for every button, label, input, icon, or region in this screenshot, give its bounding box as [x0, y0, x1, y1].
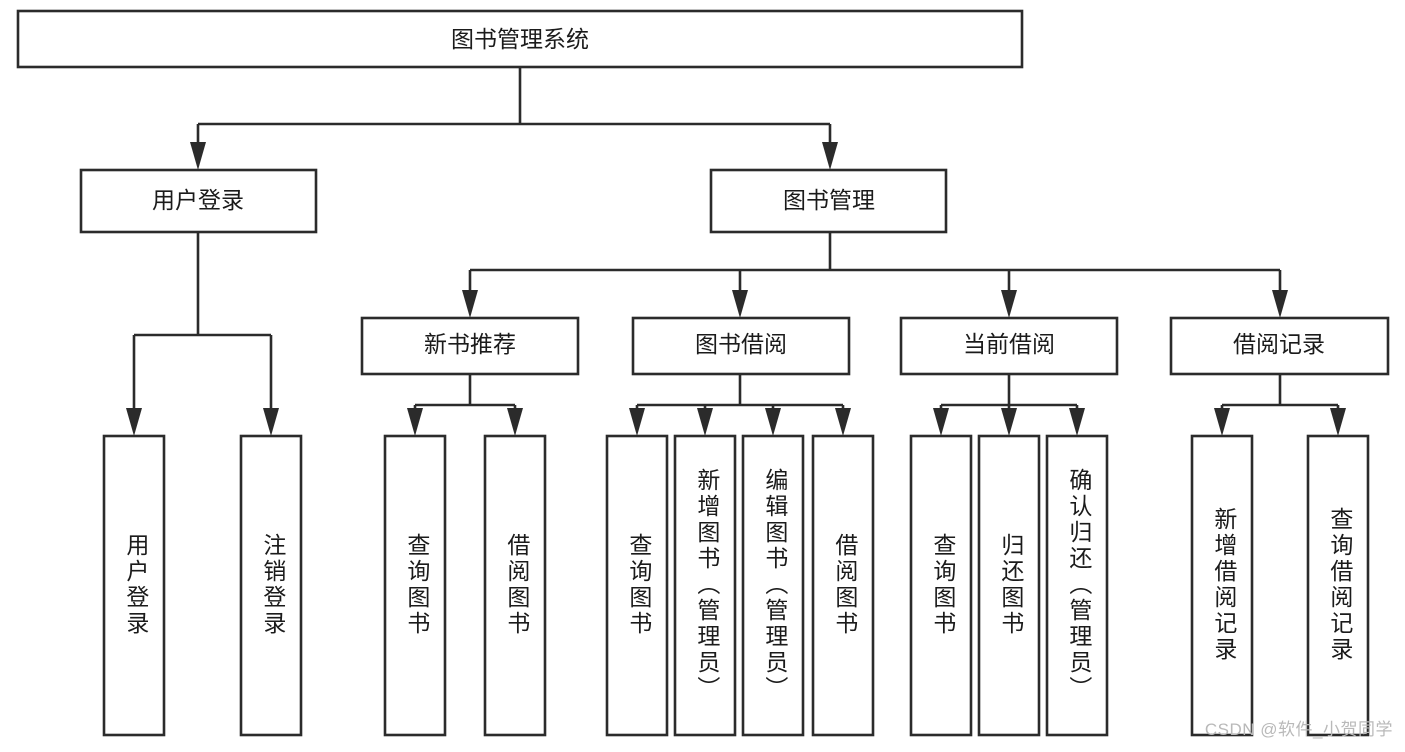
leaf-book-borrow-0[interactable]: 查询图书 [605, 434, 669, 737]
arrow-head-icon [1330, 408, 1346, 436]
node-book-manage-box[interactable] [709, 168, 948, 234]
arrow-head-icon [507, 408, 523, 436]
arrow-head-icon [1272, 290, 1288, 318]
leaf-box[interactable] [1190, 434, 1254, 737]
leaf-borrow-record-1[interactable]: 查询借阅记录 [1306, 434, 1370, 737]
leaf-label: 确认归还（管理员） [1066, 468, 1093, 702]
node-borrow-record[interactable]: 借阅记录 [1169, 316, 1390, 376]
connector-layer [126, 67, 1346, 436]
node-current-borrow[interactable]: 当前借阅 [899, 316, 1119, 376]
arrow-head-icon [407, 408, 423, 436]
leaf-borrow-record-0[interactable]: 新增借阅记录 [1190, 434, 1254, 737]
leaf-current-borrow-1[interactable]: 归还图书 [977, 434, 1041, 737]
node-new-book-recommend[interactable]: 新书推荐 [360, 316, 580, 376]
arrow-head-icon [1214, 408, 1230, 436]
arrow-head-icon [462, 290, 478, 318]
leaf-new-book-recommend-0[interactable]: 查询图书 [383, 434, 447, 737]
arrow-head-icon [1001, 408, 1017, 436]
arrow-head-icon [822, 142, 838, 170]
leaf-label: 编辑图书（管理员） [762, 468, 789, 702]
leaf-box[interactable] [741, 434, 805, 737]
arrow-head-icon [629, 408, 645, 436]
leaf-label: 注销登录 [260, 533, 287, 637]
arrow-head-icon [1069, 408, 1085, 436]
node-borrow-record-label: 借阅记录 [1233, 331, 1325, 357]
node-book-borrow-box[interactable] [631, 316, 851, 376]
leaf-label: 归还图书 [998, 533, 1025, 637]
node-book-borrow[interactable]: 图书借阅 [631, 316, 851, 376]
arrow-head-icon [1001, 290, 1017, 318]
leaf-user-login-1[interactable]: 注销登录 [239, 434, 303, 737]
node-root-label: 图书管理系统 [451, 26, 589, 52]
arrow-head-icon [126, 408, 142, 436]
leaf-box[interactable] [977, 434, 1041, 737]
node-current-borrow-label: 当前借阅 [963, 331, 1055, 357]
leaf-box[interactable] [673, 434, 737, 737]
leaf-box[interactable] [1045, 434, 1109, 737]
arrow-head-icon [697, 408, 713, 436]
arrow-head-icon [765, 408, 781, 436]
leaf-box[interactable] [811, 434, 875, 737]
leaf-book-borrow-1[interactable]: 新增图书（管理员） [673, 434, 737, 737]
arrow-head-icon [190, 142, 206, 170]
leaf-box[interactable] [239, 434, 303, 737]
leaf-label: 用户登录 [123, 533, 150, 637]
node-root-box[interactable] [16, 9, 1024, 69]
leaf-label: 查询图书 [626, 533, 653, 637]
leaf-box[interactable] [605, 434, 669, 737]
arrow-head-icon [933, 408, 949, 436]
leaf-label: 借阅图书 [832, 533, 859, 637]
leaf-label: 查询借阅记录 [1327, 507, 1354, 663]
leaf-box[interactable] [102, 434, 166, 737]
node-user-login-label: 用户登录 [152, 187, 244, 213]
leaf-box[interactable] [1306, 434, 1370, 737]
leaf-label: 新增图书（管理员） [694, 468, 721, 702]
leaf-current-borrow-0[interactable]: 查询图书 [909, 434, 973, 737]
leaf-label: 借阅图书 [504, 533, 531, 637]
arrow-head-icon [732, 290, 748, 318]
leaf-label: 查询图书 [930, 533, 957, 637]
leaf-current-borrow-2[interactable]: 确认归还（管理员） [1045, 434, 1109, 737]
arrow-head-icon [263, 408, 279, 436]
node-new-book-recommend-box[interactable] [360, 316, 580, 376]
node-book-manage[interactable]: 图书管理 [709, 168, 948, 234]
leaf-user-login-0[interactable]: 用户登录 [102, 434, 166, 737]
leaf-label: 查询图书 [404, 533, 431, 637]
node-user-login-box[interactable] [79, 168, 318, 234]
leaf-box[interactable] [909, 434, 973, 737]
node-current-borrow-box[interactable] [899, 316, 1119, 376]
node-root-system[interactable]: 图书管理系统 [16, 9, 1024, 69]
node-new-book-recommend-label: 新书推荐 [424, 331, 516, 357]
node-book-borrow-label: 图书借阅 [695, 331, 787, 357]
arrow-head-icon [835, 408, 851, 436]
node-user-login[interactable]: 用户登录 [79, 168, 318, 234]
node-book-manage-label: 图书管理 [783, 187, 875, 213]
leaf-box[interactable] [483, 434, 547, 737]
leaf-new-book-recommend-1[interactable]: 借阅图书 [483, 434, 547, 737]
leaf-box[interactable] [383, 434, 447, 737]
leaf-label: 新增借阅记录 [1211, 507, 1238, 663]
leaf-book-borrow-3[interactable]: 借阅图书 [811, 434, 875, 737]
leaf-book-borrow-2[interactable]: 编辑图书（管理员） [741, 434, 805, 737]
node-borrow-record-box[interactable] [1169, 316, 1390, 376]
